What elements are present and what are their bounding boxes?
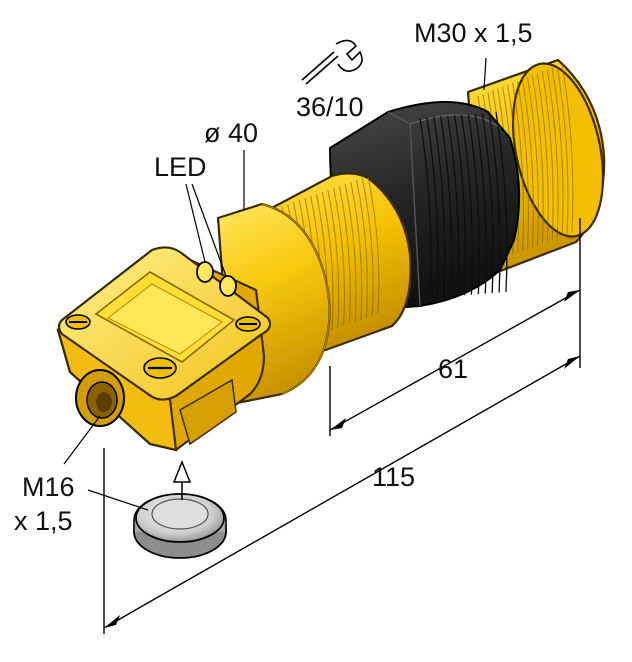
- led-2: [219, 275, 237, 297]
- mid-thread: [266, 172, 412, 354]
- protective-cap: [133, 493, 227, 559]
- dimension-lines: [63, 57, 581, 634]
- led-label: LED: [154, 152, 207, 182]
- length-total-label: 115: [372, 462, 415, 492]
- arrow-up-icon: [172, 459, 192, 500]
- wrench-size-label: 36/10: [296, 92, 364, 122]
- thread-main-label: M30 x 1,5: [414, 18, 533, 48]
- wrench-icon: [301, 39, 363, 85]
- diameter-label: ø 40: [204, 118, 258, 148]
- connector-block: [56, 246, 272, 452]
- conn-thread-label-2: x 1,5: [14, 506, 73, 536]
- length-thread-label: 61: [438, 354, 468, 384]
- led-1: [196, 261, 214, 283]
- conn-thread-label-1: M16: [22, 472, 75, 502]
